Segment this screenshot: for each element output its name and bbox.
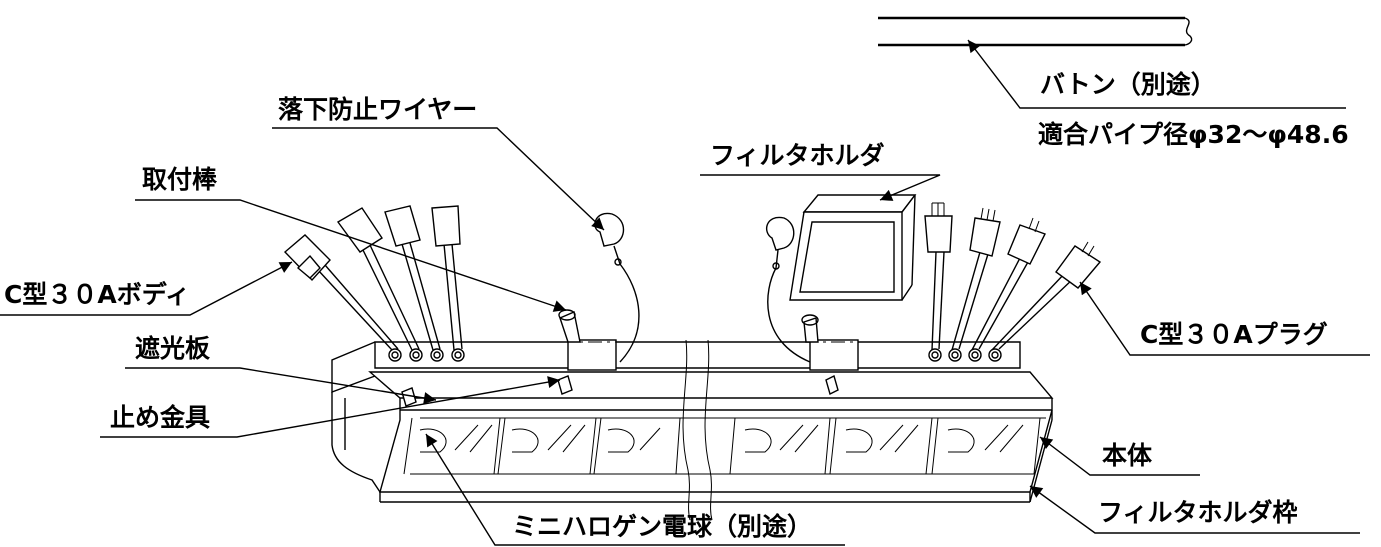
lamp-bay (931, 417, 1041, 475)
fixture-body (331, 339, 1054, 521)
lamp-bay (497, 417, 597, 475)
connector-cable-right (924, 202, 953, 351)
fastener-clips (401, 374, 839, 407)
lamp-bay (403, 417, 501, 475)
lamp-bay (729, 417, 831, 475)
connector-cable-right (951, 207, 1001, 351)
label-fall-wire: 落下防止ワイヤー (278, 95, 477, 124)
mount-rod-studs (558, 309, 819, 343)
label-halogen-bulb: ミニハロゲン電球（別途） (512, 512, 812, 541)
leader-lines (0, 39, 1370, 546)
lamp-bay (829, 417, 933, 475)
connector-cable-left (283, 234, 399, 351)
label-filter-frame: フィルタホルダ枠 (1098, 498, 1298, 527)
lamp-bay (593, 417, 681, 475)
label-c30a-plug: C型３０Aプラグ (1140, 320, 1328, 349)
label-light-shield: 遮光板 (135, 334, 210, 363)
connector-cable-left (336, 207, 420, 351)
lamp-bays (403, 417, 1041, 475)
connector-cable-left (431, 205, 463, 351)
label-baton: バトン（別途） (1040, 70, 1216, 99)
label-filter-holder: フィルタホルダ (710, 141, 885, 170)
connector-cable-right (991, 241, 1102, 351)
connector-cable-right (971, 217, 1046, 351)
label-mount-rod: 取付棒 (142, 165, 218, 194)
safety-wire-right (765, 216, 811, 363)
label-fastener: 止め金具 (110, 403, 210, 432)
connector-cable-left (384, 205, 441, 351)
label-main-body: 本体 (1102, 441, 1153, 470)
baton-pipe (878, 16, 1193, 47)
label-c30a-body: C型３０Aボディ (4, 280, 190, 309)
filter-holder (789, 194, 917, 301)
label-pipe-spec: 適合パイプ径φ32～φ48.6 (1038, 120, 1349, 149)
